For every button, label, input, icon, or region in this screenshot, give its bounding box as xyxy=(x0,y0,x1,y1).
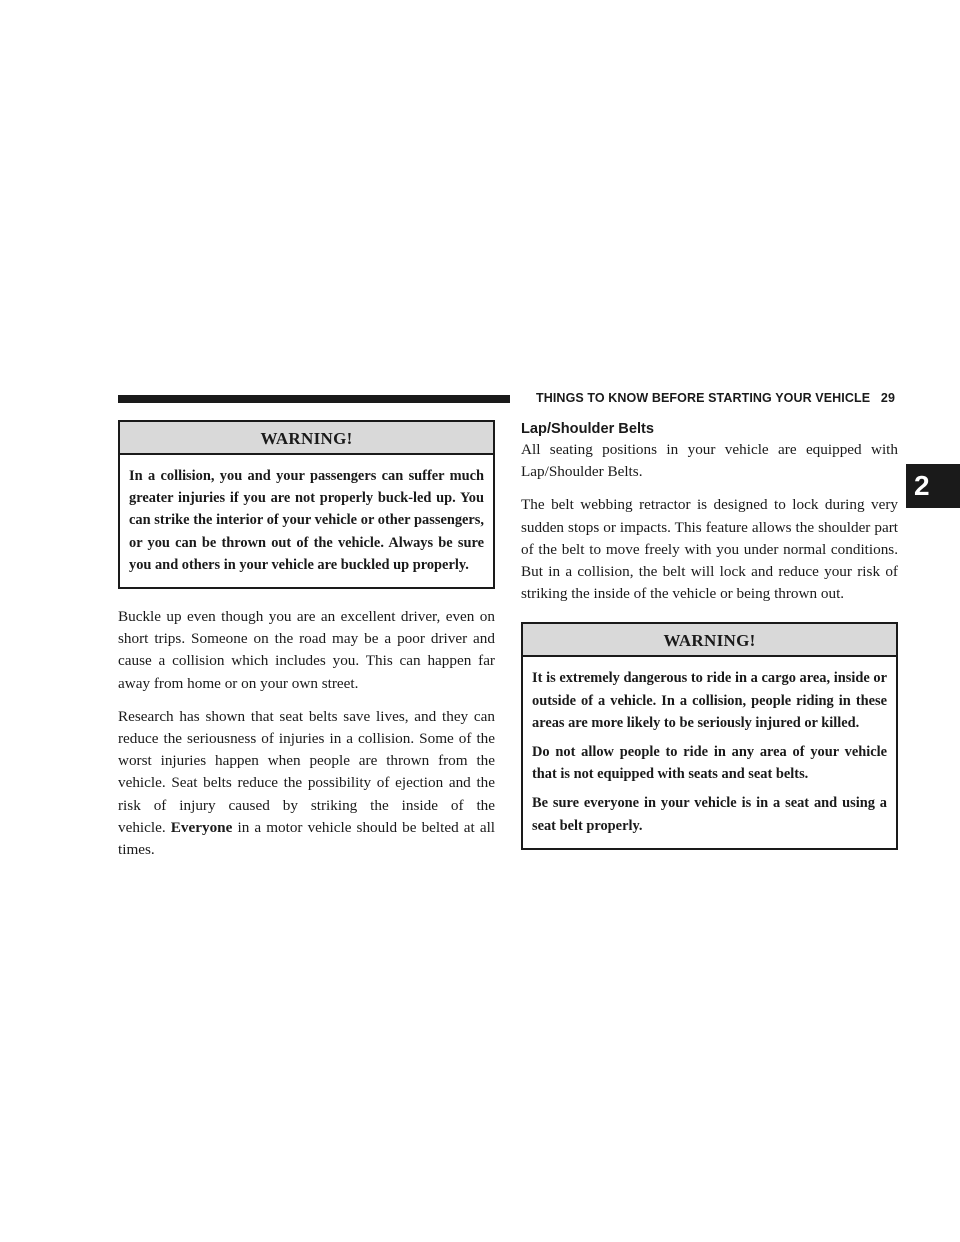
left-column: WARNING! In a collision, you and your pa… xyxy=(118,420,495,861)
body-paragraph: Research has shown that seat belts save … xyxy=(118,706,495,861)
warning-title: WARNING! xyxy=(523,624,896,658)
warning-text: In a collision, you and your passengers … xyxy=(129,468,484,573)
warning-body: It is extremely dangerous to ride in a c… xyxy=(523,657,896,847)
chapter-tab[interactable]: 2 xyxy=(906,464,960,508)
body-text: Research has shown that seat belts save … xyxy=(118,707,495,836)
warning-box: WARNING! It is extremely dangerous to ri… xyxy=(521,622,898,850)
warning-box: WARNING! In a collision, you and your pa… xyxy=(118,420,495,590)
body-text: in a motor vehicle should be belted at a… xyxy=(118,818,496,859)
warning-title: WARNING! xyxy=(120,422,493,455)
body-paragraph: Buckle up even though you are an excelle… xyxy=(118,608,495,692)
warning-text: Be sure everyone in your vehicle is in a… xyxy=(532,795,887,834)
running-header: THINGS TO KNOW BEFORE STARTING YOUR VEHI… xyxy=(536,391,896,405)
body-paragraph: The belt webbing retractor is designed t… xyxy=(521,496,898,603)
page-number: 29 xyxy=(880,391,896,405)
emphasis-text: Everyone xyxy=(170,818,233,836)
right-column: Lap/Shoulder Belts All seating positions… xyxy=(521,420,898,850)
running-title: THINGS TO KNOW BEFORE STARTING YOUR VEHI… xyxy=(536,391,871,405)
warning-text: Do not allow people to ride in any area … xyxy=(532,744,887,783)
section-heading: Lap/Shoulder Belts xyxy=(521,421,654,437)
body-paragraph: All seating positions in your vehicle ar… xyxy=(521,441,898,481)
warning-body: In a collision, you and your passengers … xyxy=(120,455,493,587)
header-rule xyxy=(118,395,510,403)
warning-text: It is extremely dangerous to ride in a c… xyxy=(532,670,887,731)
